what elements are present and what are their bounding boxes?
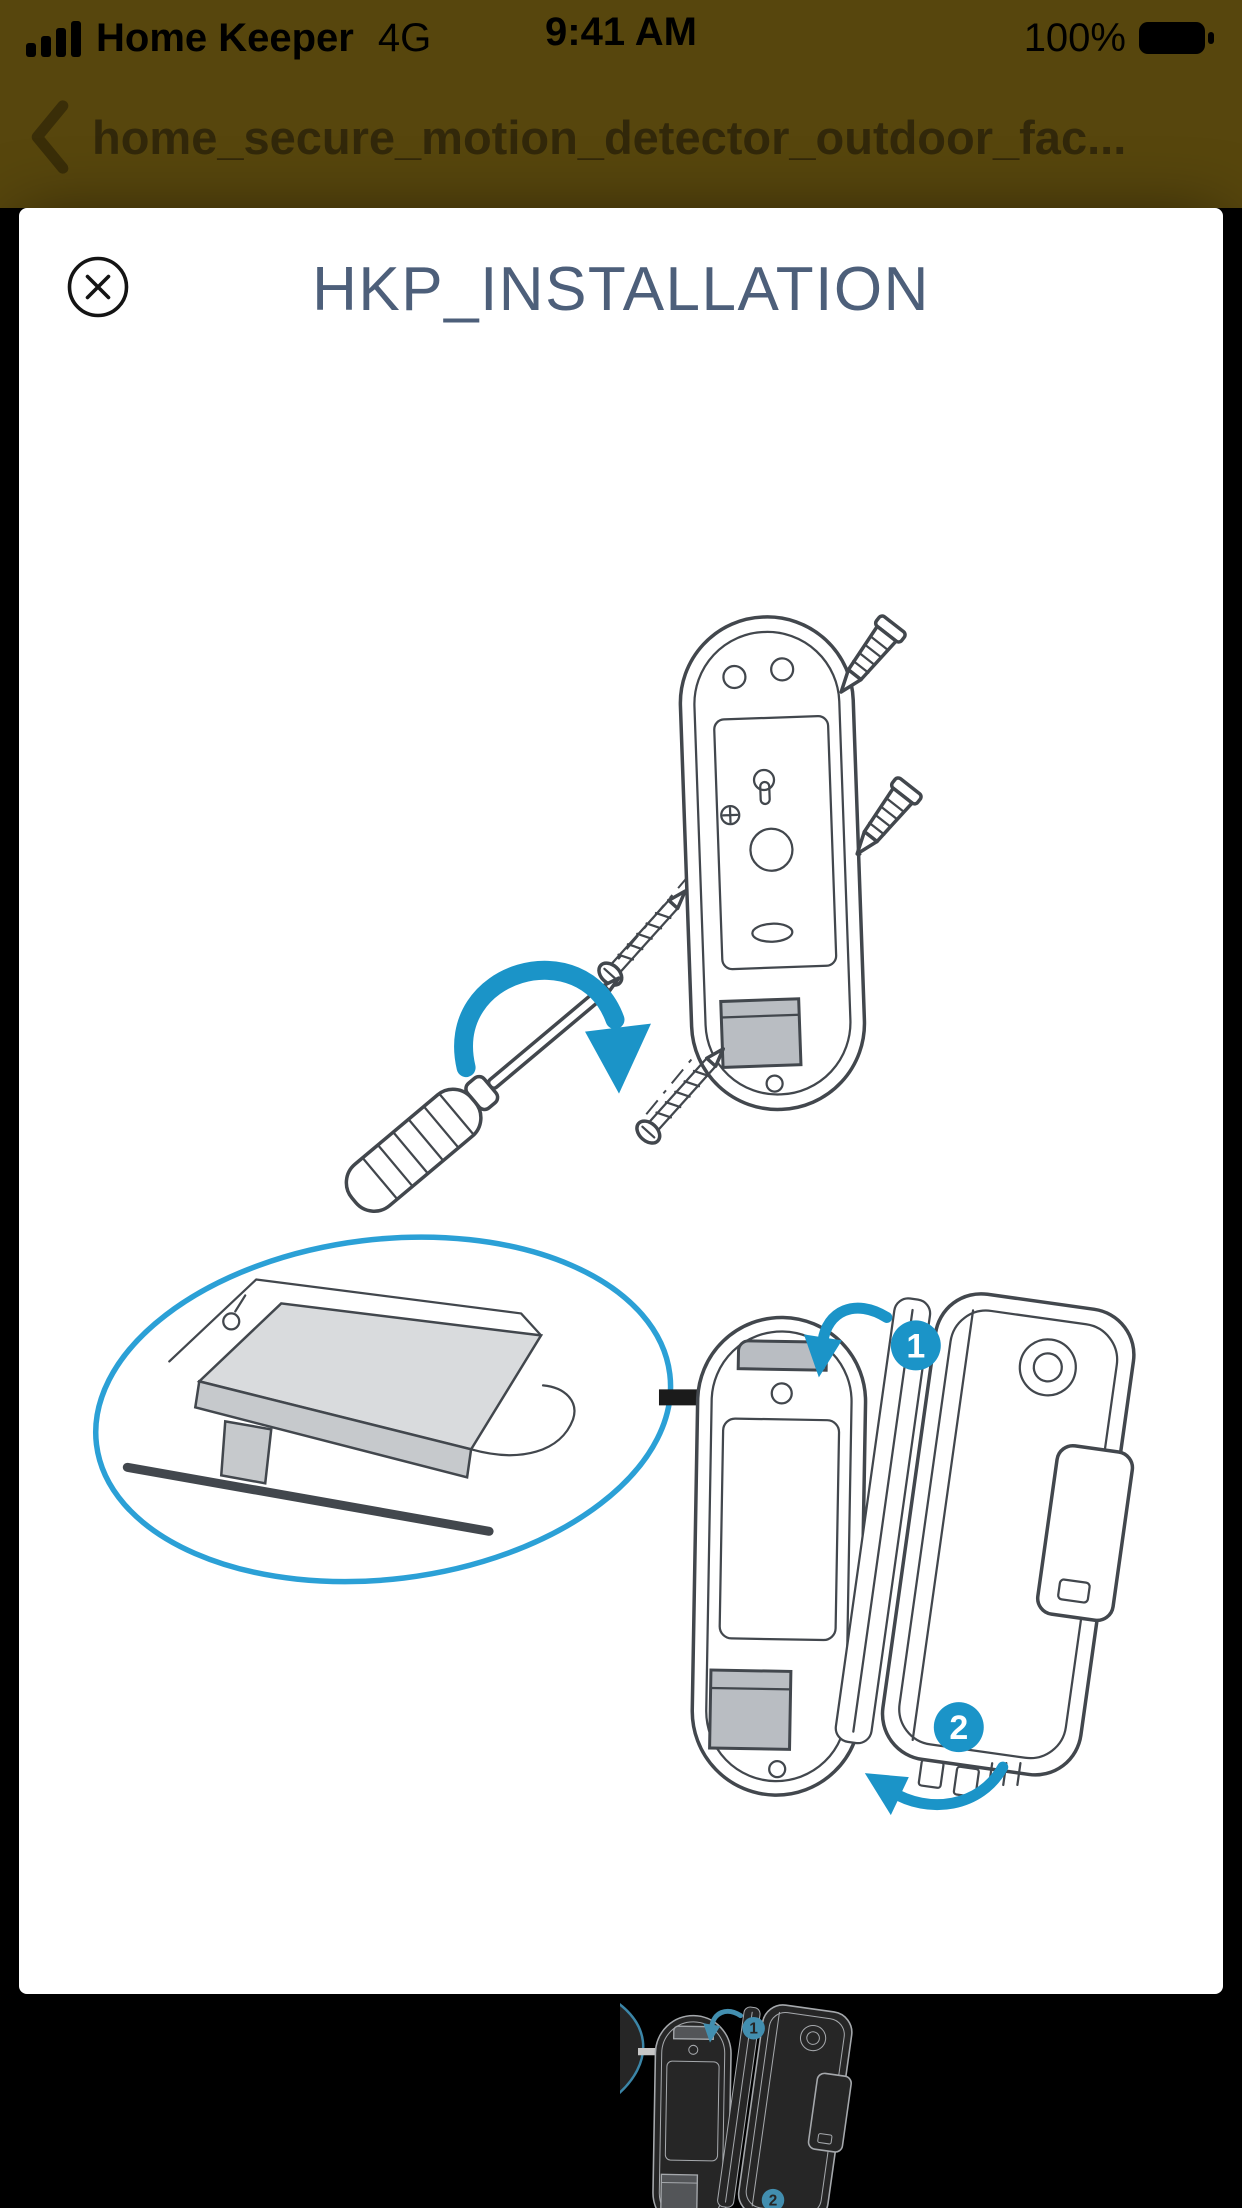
app-chrome: Home Keeper 4G 9:41 AM 100% home_secure_…	[0, 0, 1242, 208]
network-label: 4G	[377, 15, 432, 60]
back-button[interactable]	[18, 89, 82, 185]
document-card: HKP_INSTALLATION	[19, 208, 1223, 1994]
back-chevron-icon	[31, 100, 69, 174]
mounting-step	[337, 614, 923, 1221]
time-label: 9:41 AM	[545, 10, 697, 54]
attachment-step	[76, 1206, 1154, 1816]
card-header: HKP_INSTALLATION	[19, 208, 1223, 420]
close-circle-icon	[67, 256, 129, 318]
battery-percent-label: 100%	[1023, 15, 1126, 60]
document-filename: home_secure_motion_detector_outdoor_fac.…	[92, 110, 1127, 164]
status-left: Home Keeper 4G	[26, 16, 431, 61]
battery-icon	[1139, 22, 1214, 54]
carrier-label: Home Keeper	[96, 15, 354, 60]
status-bar: Home Keeper 4G 9:41 AM 100%	[0, 0, 1242, 66]
close-button[interactable]	[65, 254, 131, 320]
installation-figure	[19, 420, 1223, 1994]
next-page-preview	[0, 1994, 1242, 2208]
document-title: HKP_INSTALLATION	[312, 255, 930, 324]
nav-bar: home_secure_motion_detector_outdoor_fac.…	[0, 66, 1242, 208]
signal-bars-icon	[26, 21, 81, 57]
status-right: 100%	[1024, 16, 1216, 61]
next-page-figure	[620, 1994, 908, 2208]
